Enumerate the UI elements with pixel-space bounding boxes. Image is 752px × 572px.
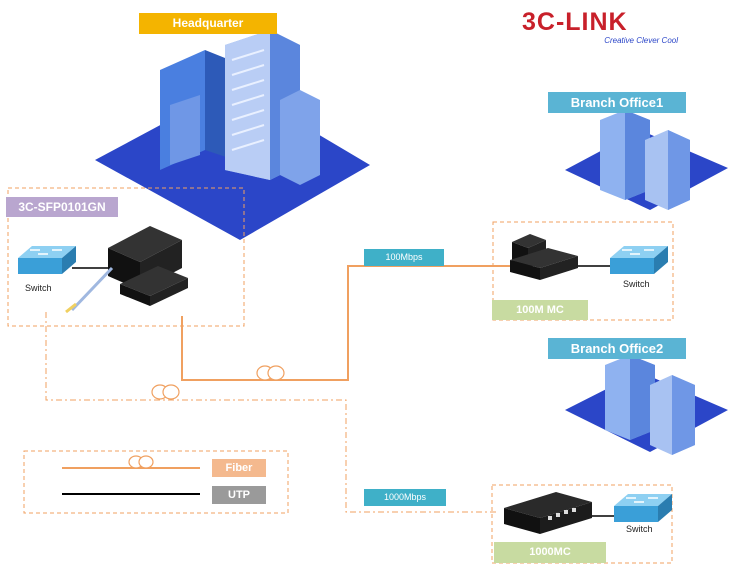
hq-building-icon <box>160 30 320 185</box>
branch2-switch-label: Switch <box>626 524 653 534</box>
branch1-speed-badge: 100Mbps <box>364 249 444 266</box>
branch2-switch-icon <box>614 494 672 522</box>
hq-switch-icon <box>18 246 76 274</box>
branch1-building-icon <box>600 110 690 210</box>
branch2-device-label: 1000MC <box>494 542 606 563</box>
branch2-converter-icon <box>504 492 592 534</box>
legend-fiber-coil-icon <box>128 455 154 469</box>
fiber-coil-icon <box>256 365 285 381</box>
fiber-coil-icon-2 <box>151 384 180 400</box>
fiber-line-branch1 <box>181 265 510 381</box>
branch1-device-label: 100M MC <box>492 300 588 320</box>
legend-utp-label: UTP <box>212 486 266 504</box>
legend-box <box>23 450 289 514</box>
branch2-building-icon <box>605 355 695 455</box>
branch2-speed-badge: 1000Mbps <box>364 489 446 506</box>
branch1-switch-label: Switch <box>623 279 650 289</box>
brand-name: 3C-LINK <box>522 8 628 36</box>
branch1-switch-icon <box>610 246 668 274</box>
brand-tagline: Creative Clever Cool <box>604 36 678 45</box>
branch2-box <box>491 484 673 564</box>
headquarter-label: Headquarter <box>139 13 277 34</box>
hq-converter-icon <box>65 226 188 314</box>
hq-switch-label: Switch <box>25 283 52 293</box>
hq-box <box>7 187 245 327</box>
hq-device-label: 3C-SFP0101GN <box>6 197 118 217</box>
branch1-box <box>492 221 674 321</box>
legend-fiber-label: Fiber <box>212 459 266 477</box>
fiber-line-branch2 <box>45 312 496 513</box>
branch2-label: Branch Office2 <box>548 338 686 359</box>
branch1-converter-icon <box>510 234 578 280</box>
brand-logo: 3C-LINK Creative Clever Cool <box>522 8 682 45</box>
branch1-label: Branch Office1 <box>548 92 686 113</box>
